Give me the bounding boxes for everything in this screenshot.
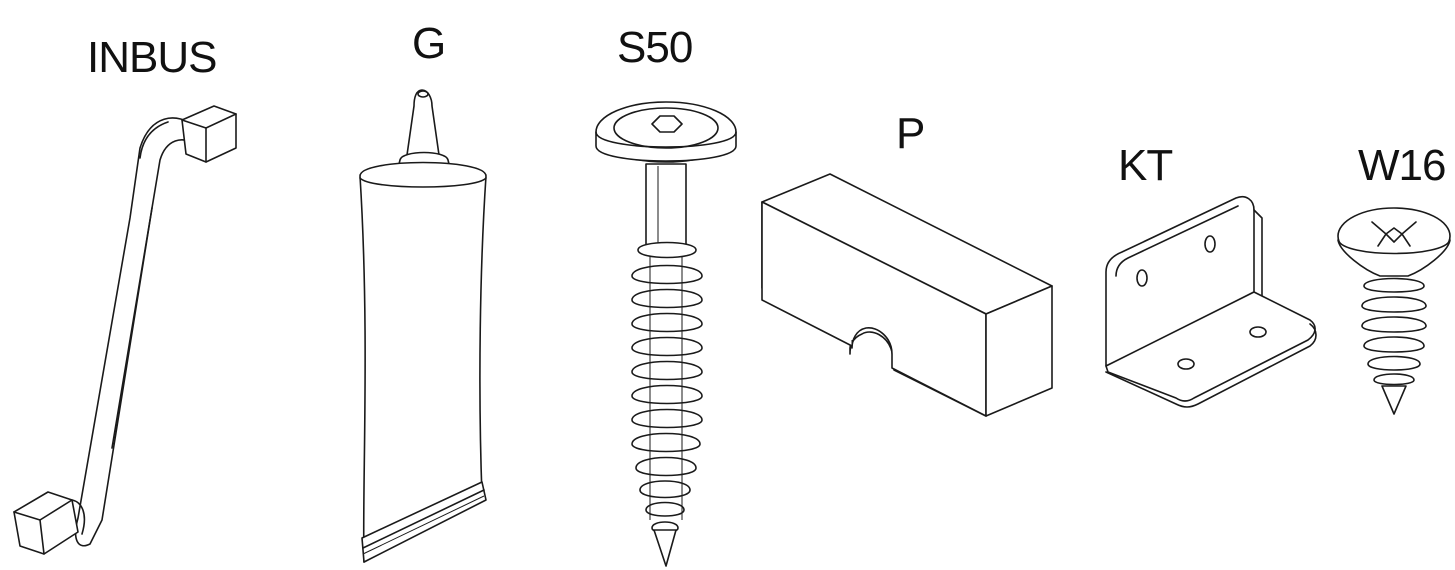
hex-key-icon bbox=[13, 105, 237, 555]
angle-bracket-icon bbox=[1105, 195, 1317, 408]
countersunk-screw-icon bbox=[1337, 207, 1451, 415]
label-kt: KT bbox=[1118, 141, 1173, 190]
label-inbus: INBUS bbox=[87, 33, 217, 82]
glue-tube-icon bbox=[359, 89, 487, 563]
wood-block-icon bbox=[761, 173, 1053, 417]
label-w16: W16 bbox=[1358, 141, 1446, 190]
label-s50: S50 bbox=[617, 23, 693, 72]
label-g: G bbox=[412, 19, 446, 68]
label-p: P bbox=[896, 109, 925, 158]
wood-screw-icon bbox=[595, 101, 737, 567]
